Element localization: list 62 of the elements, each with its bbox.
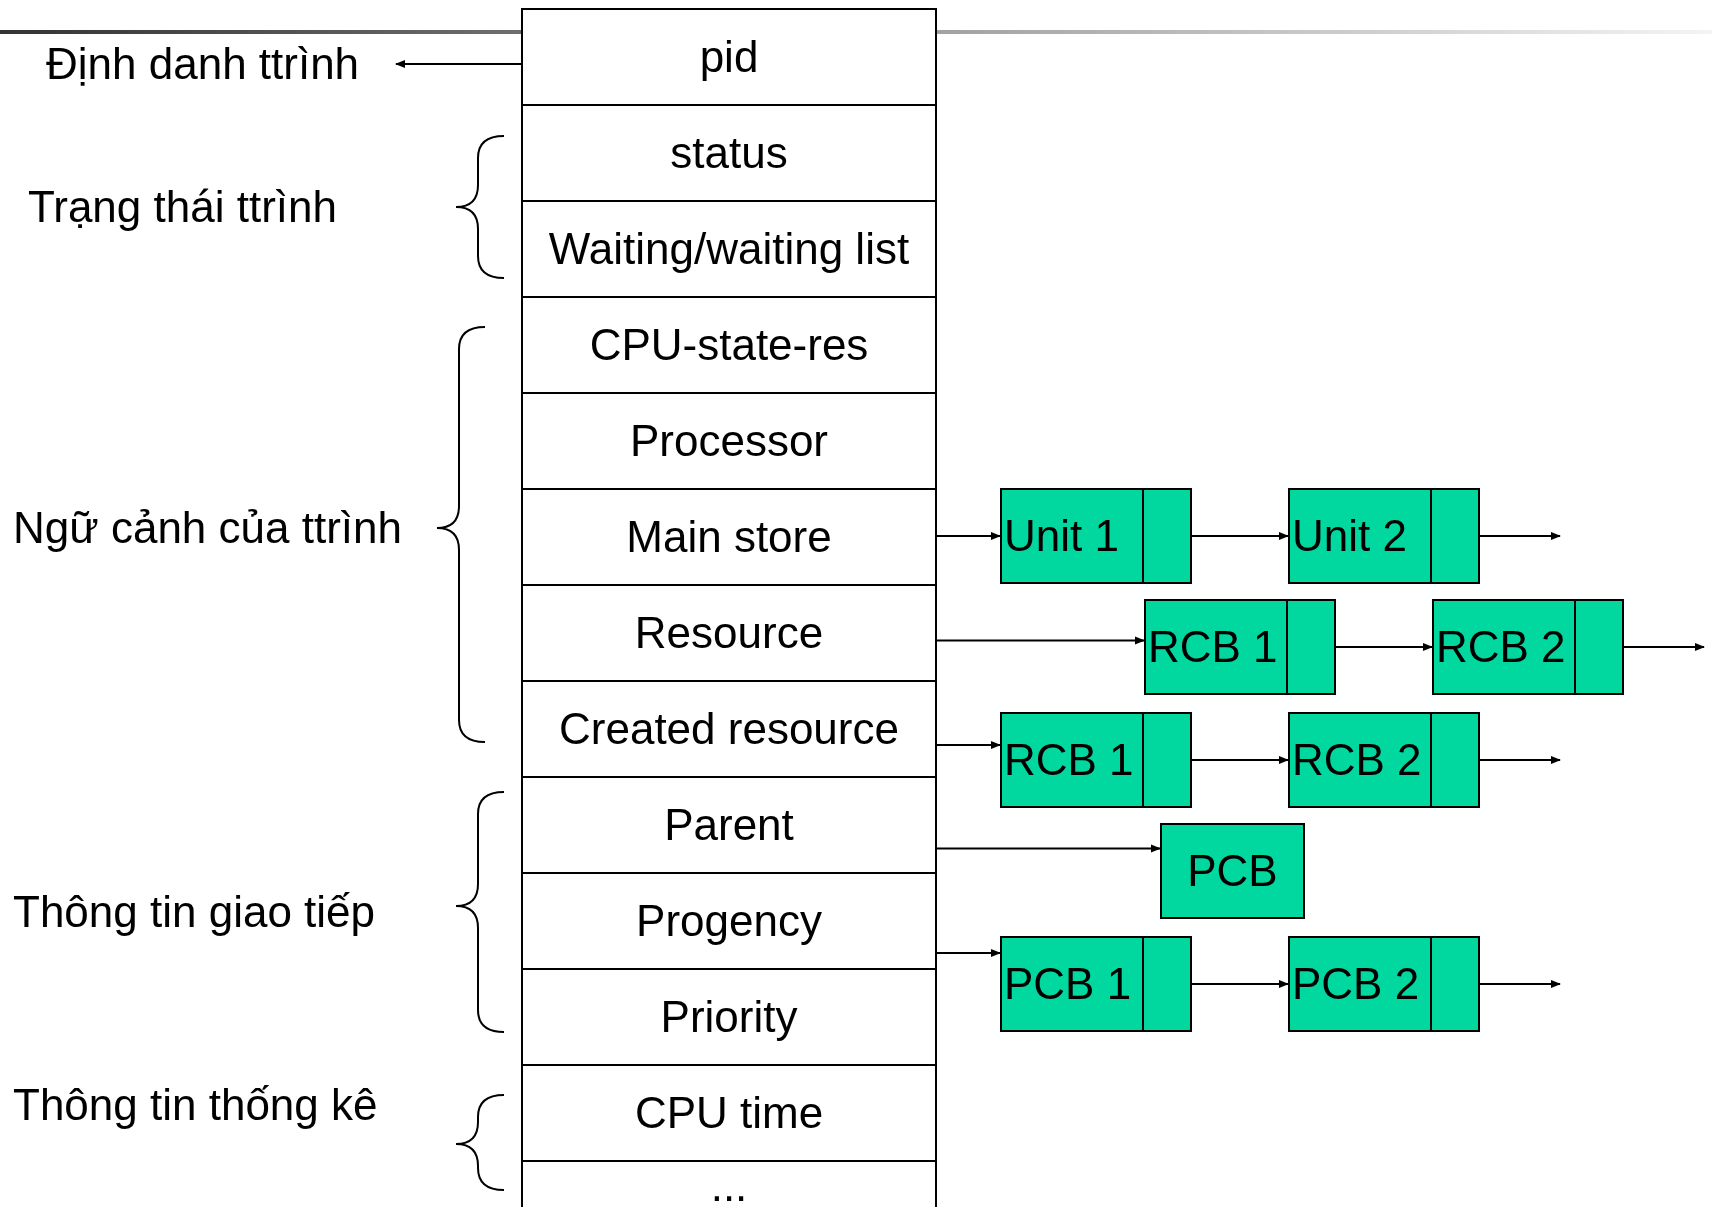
node-label: CPU-state-res xyxy=(589,323,869,367)
list-node xyxy=(1144,599,1336,695)
table-row xyxy=(521,584,937,682)
node-label: PCB 1 xyxy=(1004,959,1132,1008)
arrow xyxy=(395,60,522,68)
node-label: Waiting/waiting list xyxy=(548,227,910,271)
table-row xyxy=(521,872,937,970)
arrow xyxy=(1335,643,1433,651)
node-label: CPU time xyxy=(634,1091,824,1135)
group-label: Ngữ cảnh của ttrình xyxy=(13,506,402,550)
table-row xyxy=(521,1064,937,1162)
node-label: status xyxy=(670,131,788,175)
list-node xyxy=(1000,488,1192,584)
list-node xyxy=(1000,936,1192,1032)
node-label: Created resource xyxy=(559,707,899,751)
node-label: Main store xyxy=(626,515,832,559)
list-node xyxy=(1432,599,1624,695)
node-label: Resource xyxy=(634,611,824,655)
node-label: PCB xyxy=(1187,849,1278,893)
list-node xyxy=(1000,712,1192,808)
list-node xyxy=(1288,936,1480,1032)
table-row xyxy=(521,392,937,490)
table-row xyxy=(521,776,937,874)
arrow xyxy=(1479,756,1561,764)
node-label: RCB 2 xyxy=(1436,622,1566,671)
arrow xyxy=(936,532,1001,540)
node-label: Unit 2 xyxy=(1292,511,1407,560)
list-node xyxy=(1288,712,1480,808)
node-label: Định danh ttrình xyxy=(46,38,360,90)
node-label: ... xyxy=(710,1164,748,1207)
list-node xyxy=(1160,823,1305,919)
node-label: RCB 2 xyxy=(1292,735,1422,784)
group-label: Thông tin giao tiếp xyxy=(13,890,376,934)
table-row xyxy=(521,680,937,778)
arrow xyxy=(1623,643,1705,651)
table-row xyxy=(521,104,937,202)
node-label: Unit 1 xyxy=(1004,511,1119,560)
node-label: RCB 1 xyxy=(1148,622,1278,671)
arrow xyxy=(936,636,1145,645)
group-label: Thông tin thống kê xyxy=(13,1083,378,1127)
arrow xyxy=(936,949,1001,957)
node-label: Parent xyxy=(664,803,794,847)
arrow xyxy=(936,741,1001,749)
table-row xyxy=(521,968,937,1066)
table-row xyxy=(521,8,937,106)
arrow xyxy=(1479,532,1561,540)
list-node xyxy=(1288,488,1480,584)
node-label: RCB 1 xyxy=(1004,735,1134,784)
node-label: PCB 2 xyxy=(1292,959,1420,1008)
arrow xyxy=(1191,980,1289,988)
table-row xyxy=(521,488,937,586)
arrow xyxy=(1191,756,1289,764)
node-label: Processor xyxy=(629,419,829,463)
table-row xyxy=(521,296,937,394)
node-label: Progency xyxy=(636,899,822,943)
node-label: Priority xyxy=(660,995,798,1039)
group-label: Trạng thái ttrình xyxy=(28,185,337,229)
arrow xyxy=(936,844,1161,853)
node-label: pid xyxy=(699,35,759,79)
arrow xyxy=(1479,980,1561,988)
arrow xyxy=(1191,532,1289,540)
table-row xyxy=(521,200,937,298)
